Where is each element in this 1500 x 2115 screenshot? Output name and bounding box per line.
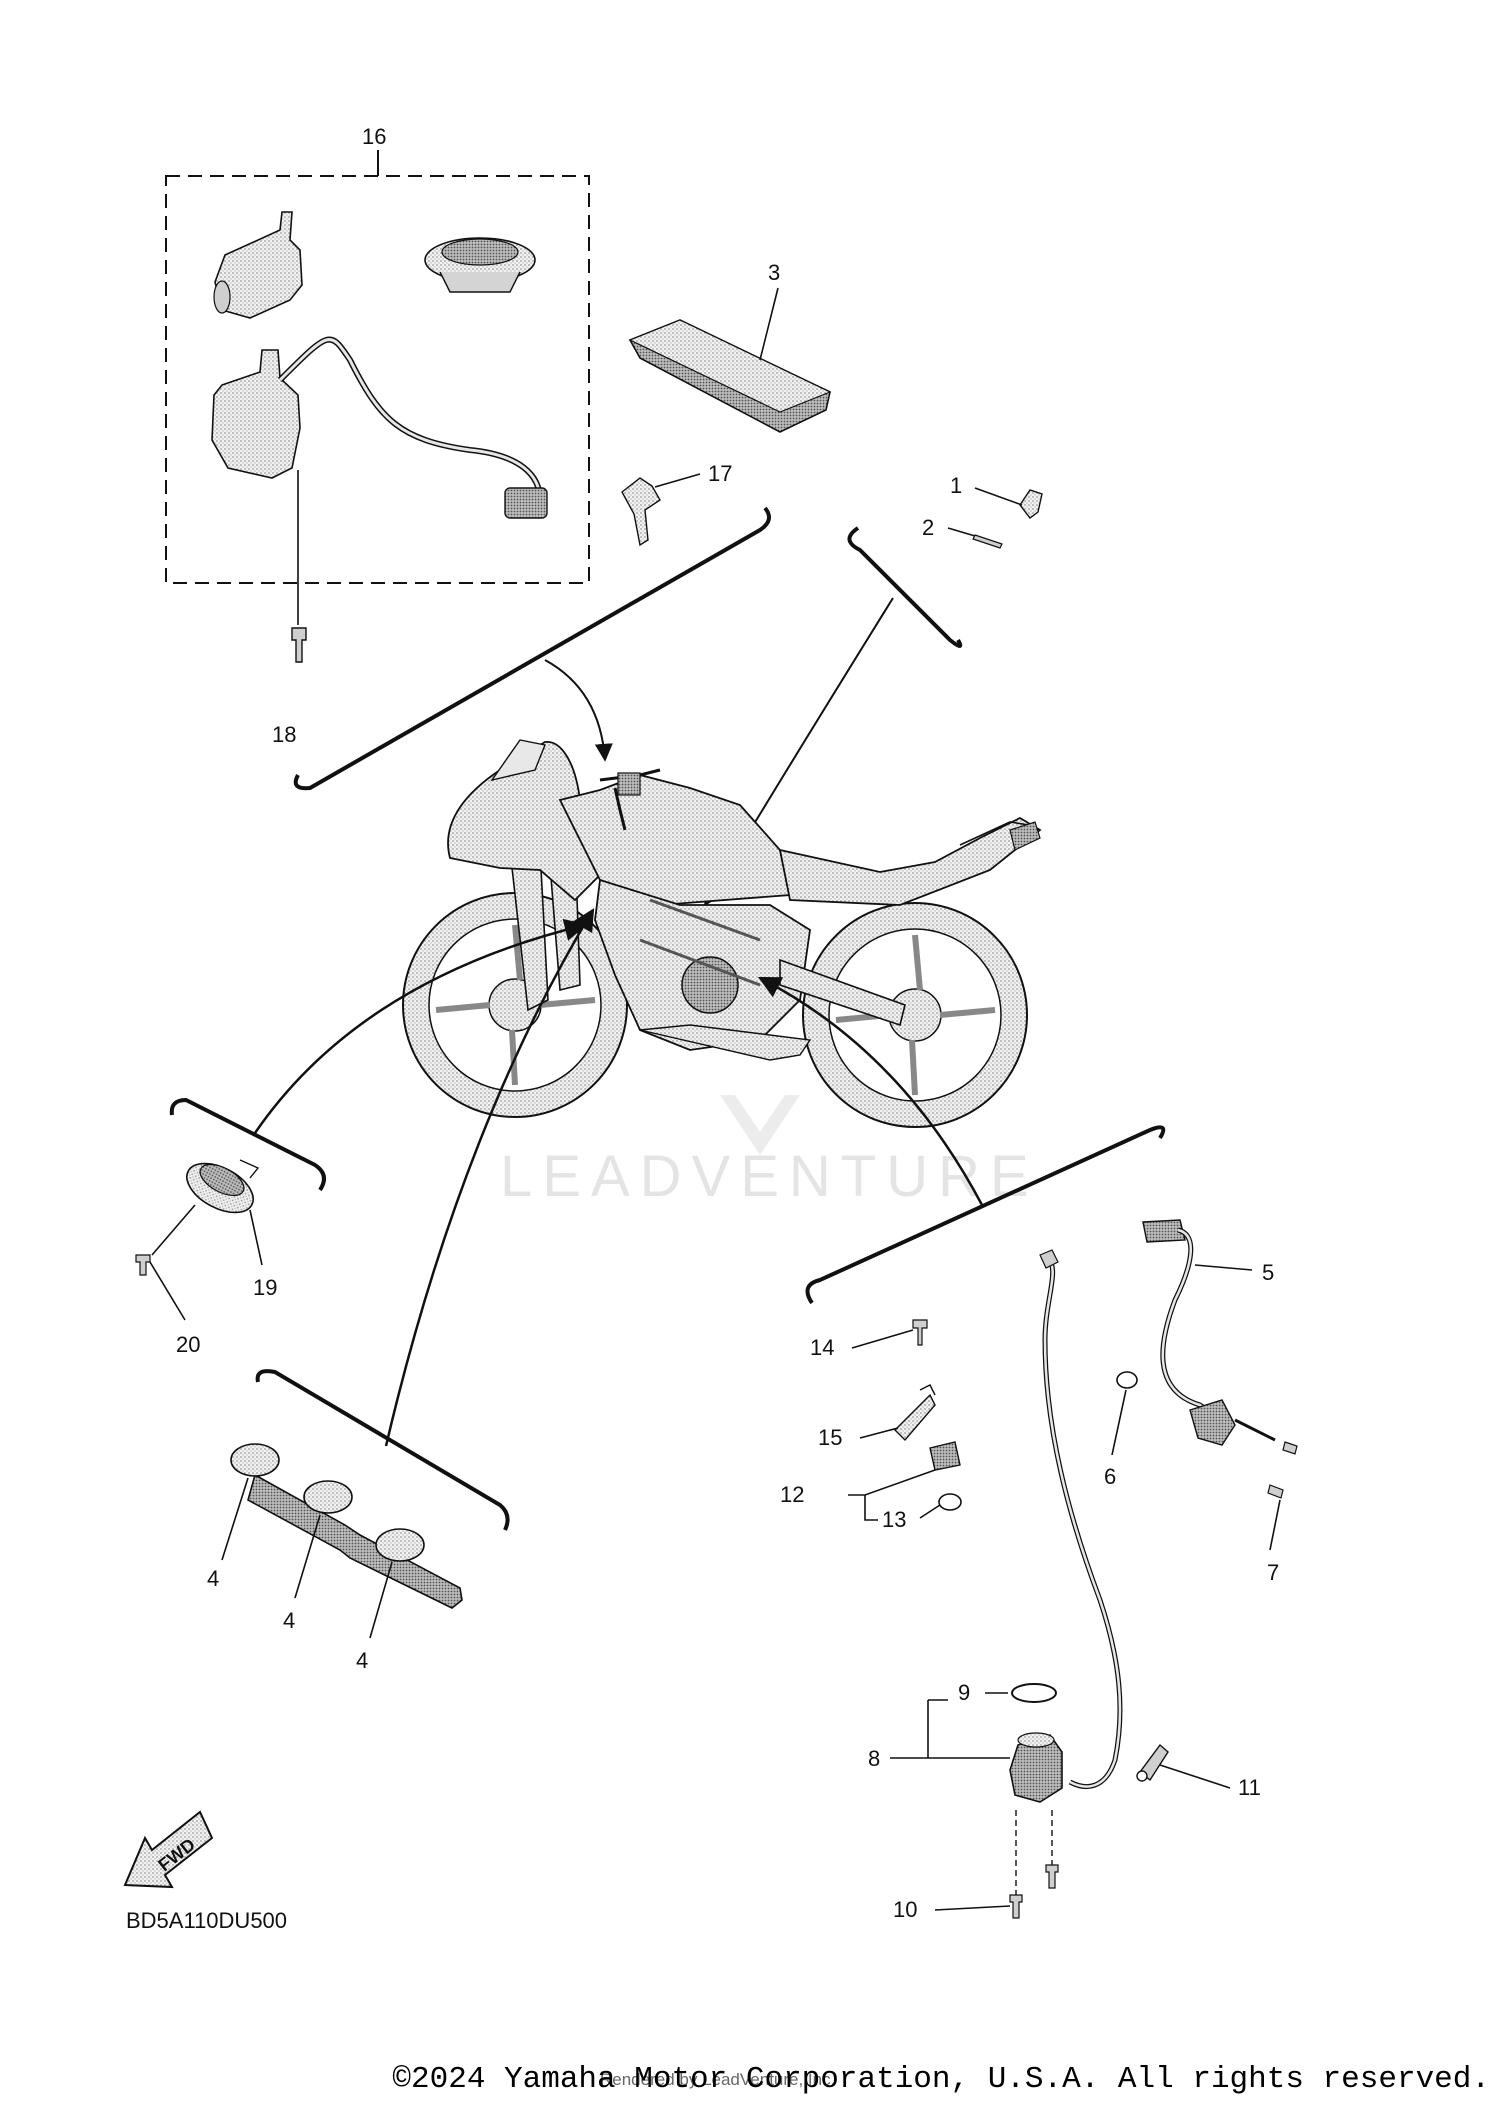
fwd-arrow: FWD [123,1810,214,1889]
part-label-2: 2 [922,515,934,540]
part-label-8: 8 [868,1746,880,1771]
leader-20-a [149,1261,186,1321]
part-label-6: 6 [1104,1464,1116,1489]
sensor-cable [1039,1249,1123,1790]
sensor-part-12 [929,1441,961,1471]
part-label-1: 1 [950,473,962,498]
leader-13b [919,1504,941,1519]
fuel-cap-part [424,237,536,293]
bolt-part-10 [1009,1810,1059,1919]
part-label-14: 14 [810,1335,834,1360]
part-label-20: 20 [176,1332,200,1357]
arrow-coils [384,908,595,1447]
leader-5 [1194,1264,1253,1271]
part-label-3: 3 [768,260,780,285]
leader-15 [859,1427,899,1439]
bolt-18-part [291,627,307,663]
leader-4a [221,1477,249,1561]
bracket-sensors [805,1125,1166,1305]
rendered-by-text: Rendered by LeadVenture, Inc. [600,2070,836,2089]
bracket-upper-left [293,506,771,791]
bracket-horn [169,1097,326,1192]
leader-13 [864,1495,878,1521]
steering-lock-part [213,211,303,319]
leader-4b [294,1514,321,1599]
oring-part-13 [938,1493,962,1511]
arrow-upper-left [544,659,613,762]
arrow-horn [253,918,588,1134]
bolt-part-7 [1267,1441,1298,1499]
part-label-17: 17 [708,461,732,486]
part-label-10: 10 [893,1897,917,1922]
ignition-switch-part [211,336,548,519]
pin-part-2 [972,534,1003,549]
copyright-text: ©2024 Yamaha Motor Corporation, U.S.A. A… [392,2062,1490,2097]
part-label-4b: 4 [283,1608,295,1633]
leader-12 [848,1469,936,1496]
leader-8 [890,1700,1010,1759]
group-16-dashed-box [165,175,590,584]
part-label-5: 5 [1262,1260,1274,1285]
ignition-coils-part-4 [230,1443,463,1609]
ecu-part-3 [628,319,832,433]
bolt-part-20 [135,1254,151,1276]
leader-14 [851,1329,914,1349]
leader-11 [1159,1764,1231,1789]
washer-part-9 [1011,1683,1057,1703]
leader-4c [369,1561,393,1639]
leader-20-b [151,1204,196,1256]
leader-6 [1111,1389,1127,1456]
part-label-9: 9 [958,1680,970,1705]
group-label-16: 16 [362,124,386,149]
clamp-part-11 [1136,1743,1169,1782]
part-label-18: 18 [272,722,296,747]
leader-19 [249,1209,263,1266]
oring-part-6 [1116,1371,1138,1389]
sensor-harness-part-5 [1142,1219,1276,1446]
sensor-part-1 [1019,489,1043,519]
bracket-upper-right [847,526,963,648]
sensor-part-8 [1009,1732,1063,1803]
part-group-16-main-switch-kit [165,150,590,625]
watermark-text: LEADVENTURE [500,1144,1039,1209]
bolt-part-14 [912,1319,928,1346]
leader-10 [934,1905,1011,1911]
part-label-13: 13 [882,1507,906,1532]
part-label-12: 12 [780,1482,804,1507]
leader-17 [654,473,701,488]
leader-2 [947,527,976,537]
leader-1 [974,487,1023,506]
key-part-17 [621,477,661,547]
horn-part-19 [186,1159,260,1214]
reference-code: BD5A110DU500 [126,1908,287,1933]
part-label-19: 19 [253,1275,277,1300]
part-label-11: 11 [1238,1775,1261,1800]
arrow-sensors [757,976,984,1206]
leader-3 [759,287,779,361]
motorcycle-illustration [402,739,1042,1128]
part-label-4a: 4 [207,1566,219,1591]
leader-7 [1269,1499,1281,1551]
part-label-4c: 4 [356,1648,368,1673]
part-label-15: 15 [818,1425,842,1450]
sensor-part-15 [894,1384,936,1442]
watermark-logo [720,1095,800,1155]
part-label-7: 7 [1267,1560,1279,1585]
